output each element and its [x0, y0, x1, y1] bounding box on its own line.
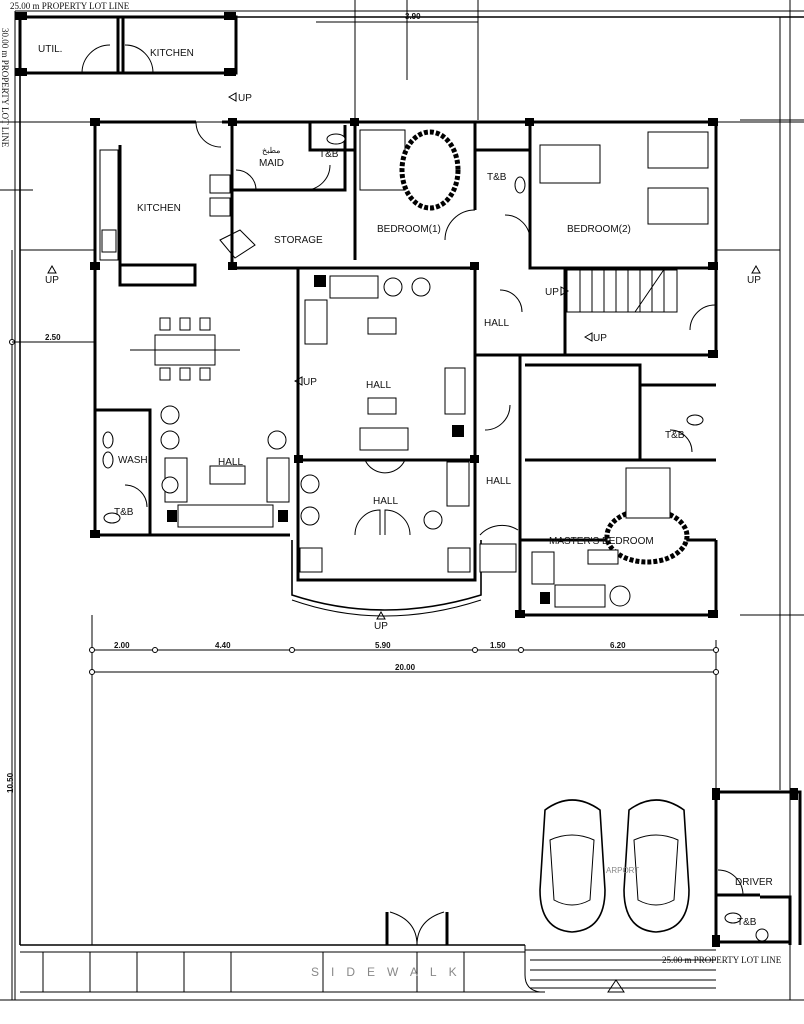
carport-label: ARPORT: [606, 866, 639, 875]
dimension-lines: [9, 250, 719, 1000]
room-label-bedroom-tb: T&B: [487, 172, 507, 183]
dimension-segment-4: 1.50: [490, 641, 506, 650]
room-label-hall-corridor: HALL: [486, 476, 511, 487]
up-marker-label: UP: [374, 621, 388, 632]
dimension-total: 20.00: [395, 663, 416, 672]
top-lot-line-label: 25.00 m PROPERTY LOT LINE: [10, 1, 130, 11]
room-label-wash: WASH: [118, 455, 148, 466]
car-left: [539, 799, 606, 933]
columns: [90, 118, 718, 618]
dimension-segment-1: 2.00: [114, 641, 130, 650]
annex-walls: [15, 12, 238, 76]
up-marker-label: UP: [238, 93, 252, 104]
staircase: [566, 267, 678, 313]
room-label-hall-left: HALL: [218, 457, 243, 468]
dimension-top: 3.90: [405, 12, 421, 21]
sofa-set: [164, 275, 606, 608]
dimension-left-side: 2.50: [45, 333, 61, 342]
room-label-driver-tb: T&B: [737, 917, 757, 928]
room-label-util: UTIL.: [38, 44, 62, 55]
top-lot-line-label-backdrop: [8, 0, 148, 10]
room-label-wash-tb: T&B: [114, 507, 134, 518]
room-label-bedroom-2: BEDROOM(2): [567, 224, 631, 235]
room-label-master-bedroom: MASTER'S BEDROOM: [549, 536, 654, 547]
sidewalk: [20, 911, 716, 993]
up-marker-label: UP: [303, 377, 317, 388]
car-right: [623, 799, 690, 933]
room-label-master-tb: T&B: [665, 430, 685, 441]
up-marker-label: UP: [593, 333, 607, 344]
room-label-hall-center: HALL: [366, 380, 391, 391]
room-label-outdoor-kitchen: KITCHEN: [150, 48, 194, 59]
room-label-bedroom-1: BEDROOM(1): [377, 224, 441, 235]
room-label-maid-tb: T&B: [319, 149, 339, 160]
up-markers: UP UP UP UP UP UP UP: [45, 92, 761, 632]
room-label-hall-stair: HALL: [484, 318, 509, 329]
room-label-kitchen: KITCHEN: [137, 203, 181, 214]
left-lot-line-label: 30.00 m PROPERTY LOT LINE: [0, 28, 10, 148]
up-marker-label: UP: [45, 275, 59, 286]
driver-room-walls: [712, 788, 802, 947]
room-label-hall-entry: HALL: [373, 496, 398, 507]
room-label-driver: DRIVER: [735, 877, 773, 888]
room-label-maid: MAID: [259, 158, 284, 169]
up-marker-label: UP: [747, 275, 761, 286]
room-label-storage: STORAGE: [274, 235, 323, 246]
dimension-front-yard: 10.50: [6, 772, 15, 793]
up-marker-label: UP: [545, 287, 559, 298]
sidewalk-label: SIDEWALK: [311, 965, 469, 979]
dimension-segment-5: 6.20: [610, 641, 626, 650]
room-label-maid-arabic: مطبخ: [262, 146, 280, 155]
dimension-segment-3: 5.90: [375, 641, 391, 650]
bottom-lot-line-label: 25.00 m PROPERTY LOT LINE: [662, 955, 782, 965]
doors: [124, 121, 717, 536]
furniture: [99, 129, 709, 608]
dimension-segment-2: 4.40: [215, 641, 231, 650]
